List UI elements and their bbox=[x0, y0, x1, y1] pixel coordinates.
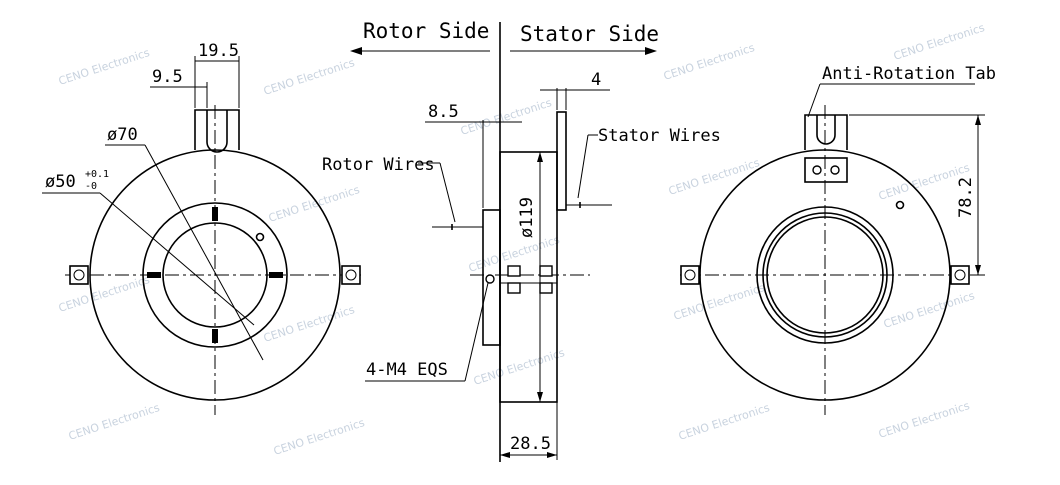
bolt-hole bbox=[345, 269, 357, 281]
anti-rotation-tab bbox=[194, 109, 240, 150]
side-bolt bbox=[69, 265, 89, 285]
rotor-ring bbox=[142, 202, 288, 348]
watermark: CENO Electronics bbox=[57, 46, 152, 88]
bore-ring-outer bbox=[756, 206, 894, 344]
mount-screw bbox=[507, 282, 521, 294]
dim-bore-tol-lower: -0 bbox=[85, 181, 97, 192]
leader-line bbox=[577, 134, 589, 199]
arrowhead bbox=[547, 452, 557, 458]
bore bbox=[162, 222, 268, 328]
watermark: CENO Electronics bbox=[267, 183, 362, 225]
mount-label: 4-M4 EQS bbox=[366, 360, 448, 380]
screw-mark bbox=[269, 272, 283, 278]
dim-thickness: 28.5 bbox=[510, 434, 551, 454]
side-bolt bbox=[341, 265, 361, 285]
leader-line bbox=[464, 282, 489, 382]
dim-diameter: ø119 bbox=[517, 197, 537, 238]
outer-ring bbox=[699, 149, 951, 401]
stator-back-view: Anti-Rotation Tab 78.2 bbox=[680, 64, 996, 415]
stator-wires-label: Stator Wires bbox=[598, 126, 721, 146]
arrowhead bbox=[645, 47, 657, 55]
side-bolt bbox=[680, 265, 700, 285]
arrowhead bbox=[350, 47, 362, 55]
dim-tab-width: 19.5 bbox=[198, 41, 239, 61]
side-header: Rotor Side Stator Side bbox=[350, 19, 659, 462]
stator-tab bbox=[556, 111, 567, 211]
leader-line bbox=[99, 192, 255, 326]
pin-hole bbox=[895, 200, 905, 210]
bolt-hole bbox=[684, 269, 696, 281]
screw-mark bbox=[212, 329, 218, 343]
rotor-side-label: Rotor Side bbox=[363, 19, 489, 43]
bolt-hole bbox=[954, 269, 966, 281]
arrowhead bbox=[975, 115, 981, 125]
tab-screw bbox=[812, 165, 822, 175]
watermark: CENO Electronics bbox=[262, 56, 357, 98]
tab-slot bbox=[206, 110, 228, 153]
pin-hole bbox=[255, 232, 265, 242]
stator-side-label: Stator Side bbox=[520, 22, 659, 46]
bore-ring-inner bbox=[762, 212, 888, 338]
arrowhead bbox=[975, 265, 981, 275]
screw-mark bbox=[212, 207, 218, 221]
dim-tab-height: 78.2 bbox=[956, 177, 976, 218]
watermark: CENO Electronics bbox=[459, 96, 554, 138]
watermark: CENO Electronics bbox=[67, 401, 162, 443]
tab-base bbox=[804, 157, 848, 183]
leader-line bbox=[807, 83, 821, 118]
dim-od: ø70 bbox=[107, 125, 138, 145]
mount-screw bbox=[507, 265, 521, 277]
tab-screw bbox=[830, 165, 840, 175]
mount-screw bbox=[539, 265, 553, 277]
arrowhead bbox=[537, 392, 543, 402]
dim-tab-thickness: 4 bbox=[591, 70, 601, 90]
dim-bore-tol-upper: +0.1 bbox=[85, 169, 109, 180]
rotor-front-view: 19.5 9.5 ø70 ø50 +0.1 -0 bbox=[42, 41, 365, 415]
mount-hole bbox=[485, 274, 495, 284]
rotor-wires-label: Rotor Wires bbox=[322, 155, 435, 175]
screw-mark bbox=[147, 272, 161, 278]
watermark: CENO Electronics bbox=[882, 289, 977, 331]
watermark: CENO Electronics bbox=[677, 401, 772, 443]
leader-line bbox=[439, 162, 456, 223]
watermark: CENO Electronics bbox=[472, 346, 567, 388]
watermark: CENO Electronics bbox=[262, 303, 357, 345]
rotor-flange bbox=[482, 209, 501, 346]
arrowhead bbox=[500, 452, 510, 458]
watermark: CENO Electronics bbox=[892, 21, 987, 63]
dim-bore: ø50 bbox=[45, 172, 76, 192]
watermark: CENO Electronics bbox=[672, 281, 767, 323]
leader-line bbox=[144, 144, 264, 361]
bolt-hole bbox=[73, 269, 85, 281]
side-view: Rotor Wires Stator Wires 8.5 4 ø119 4-M4… bbox=[322, 70, 721, 460]
dim-tab-offset: 9.5 bbox=[152, 67, 183, 87]
outer-ring bbox=[89, 149, 341, 401]
arrowhead bbox=[537, 152, 543, 162]
watermark: CENO Electronics bbox=[877, 399, 972, 441]
bore bbox=[766, 216, 884, 334]
side-bolt bbox=[950, 265, 970, 285]
dim-rotor-protrusion: 8.5 bbox=[428, 102, 459, 122]
anti-rotation-tab bbox=[804, 114, 848, 150]
anti-rotation-label: Anti-Rotation Tab bbox=[822, 64, 996, 84]
watermark: CENO Electronics bbox=[272, 416, 367, 458]
watermark: CENO Electronics bbox=[662, 41, 757, 83]
tab-slot bbox=[816, 115, 836, 145]
mount-screw bbox=[539, 282, 553, 294]
